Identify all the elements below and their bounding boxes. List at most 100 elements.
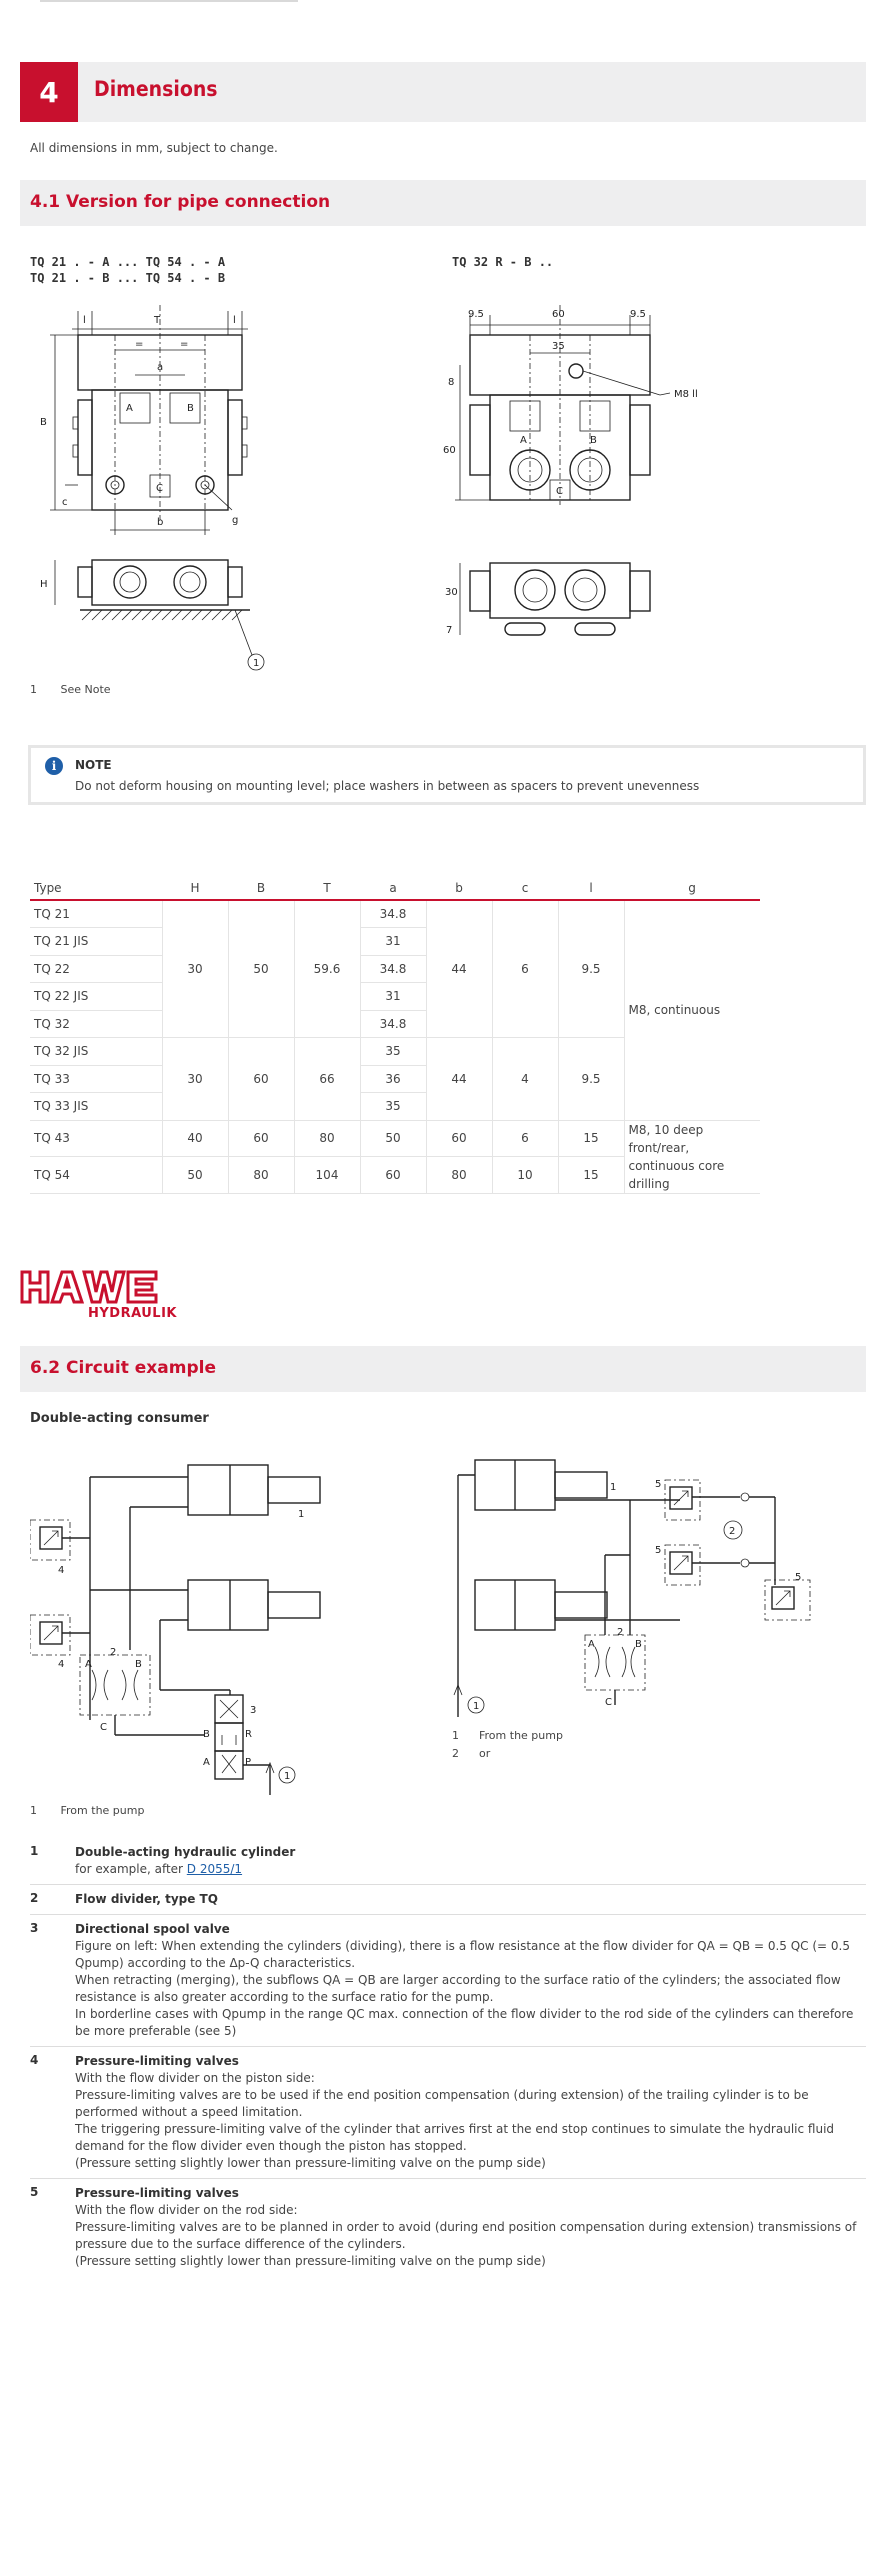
port-label: C: [100, 1722, 107, 1733]
thread-label: M8 ll: [674, 389, 698, 400]
table-row: TQ 22 34.8: [30, 955, 760, 983]
table-header-row: Type H B T a b c l g: [30, 876, 760, 901]
circuit-subhead: Double-acting consumer: [30, 1411, 209, 1426]
list-item: 3 Directional spool valve Figure on left…: [30, 1915, 866, 2047]
table-row: TQ 33 JIS 35: [30, 1092, 760, 1121]
dimension-drawing-right: 9.5 60 9.5 35 M8 ll A B C 8 60 30 7: [443, 305, 698, 636]
callout-label: 3: [250, 1705, 256, 1716]
dim-label: b: [157, 517, 163, 528]
table-row: TQ 21 JIS 31: [30, 927, 760, 956]
note-label: NOTE: [75, 758, 112, 772]
dim-label: 60: [552, 309, 565, 320]
port-label: C: [556, 486, 563, 497]
port-label: B: [203, 1729, 210, 1740]
table-header: B: [228, 876, 294, 901]
dim-label: T: [153, 315, 161, 326]
callout-label: 5: [795, 1572, 801, 1583]
port-label: C: [156, 483, 163, 494]
callout-label: 4: [58, 1565, 64, 1576]
dim-label: 7: [446, 625, 452, 636]
datasheet-link[interactable]: D 2055/1: [186, 1862, 243, 1876]
table-header: H: [162, 876, 228, 901]
callout-label: 1: [298, 1509, 304, 1520]
table-header: Type: [30, 876, 162, 901]
note-text: Do not deform housing on mounting level;…: [75, 779, 700, 793]
dim-label: c: [62, 497, 68, 508]
chapter-number: 4: [20, 62, 78, 122]
list-item: 1 Double-acting hydraulic cylinder for e…: [30, 1838, 866, 1885]
table-row: TQ 32 JIS 30 60 66 35 44 4 9.5: [30, 1037, 760, 1121]
top-divider: [40, 0, 298, 2]
callout-label: 1: [253, 658, 259, 669]
dim-label: l: [233, 315, 236, 326]
dim-label: B: [40, 417, 47, 428]
table-header: g: [624, 876, 760, 901]
dim-label: H: [40, 579, 48, 590]
port-label: A: [85, 1659, 92, 1670]
info-icon: i: [45, 757, 63, 775]
table-row: TQ 21 30 50 59.6 34.8 44 6 9.5 M8, conti…: [30, 900, 760, 1121]
list-item: 5 Pressure-limiting valves With the flow…: [30, 2185, 857, 2268]
table-row: TQ 22 JIS 31: [30, 982, 760, 1011]
hawe-logo: [20, 1270, 158, 1304]
list-item: 2 Flow divider, type TQ: [30, 1885, 866, 1915]
table-row: TQ 32 34.8: [30, 1010, 760, 1038]
section-header-circuit: 6.2 Circuit example: [20, 1346, 866, 1392]
port-label: R: [245, 1729, 252, 1740]
chapter-title: Dimensions: [94, 77, 218, 101]
dimensions-table: Type H B T a b c l g TQ 21 30 50 59.6 34…: [30, 876, 760, 1194]
callout-label: 1: [610, 1482, 616, 1493]
type-designation-left: TQ 21 . - A ... TQ 54 . - A TQ 21 . - B …: [30, 255, 226, 285]
dim-label: =: [180, 339, 188, 350]
table-row: TQ 43 40 60 80 50 60 6 15 M8, 10 deep fr…: [30, 1120, 760, 1194]
callout-label: 5: [655, 1479, 661, 1490]
dimension-drawing-left: l l T = = a A B C B c b g H 1: [40, 305, 265, 671]
port-label: A: [203, 1757, 210, 1768]
type-designation-right: TQ 32 R - B ..: [452, 255, 554, 269]
callout-label: 1: [473, 1701, 479, 1712]
port-label: B: [590, 435, 597, 446]
chapter-header: 4 Dimensions: [20, 62, 866, 122]
table-row: TQ 33 36: [30, 1065, 760, 1093]
callout-label: 4: [58, 1659, 64, 1670]
port-label: A: [588, 1639, 595, 1650]
note-box: i NOTE Do not deform housing on mounting…: [28, 745, 866, 805]
table-header: b: [426, 876, 492, 901]
port-label: A: [126, 403, 133, 414]
circuit-diagram-left: 1 4 4 A B 2 C 3 B R A P 1: [30, 1464, 321, 1795]
legend-left: 1 From the pump: [30, 1804, 145, 1817]
table-header: T: [294, 876, 360, 901]
table-header: a: [360, 876, 426, 901]
section-header-pipe: 4.1 Version for pipe connection: [20, 180, 866, 226]
section-title: 6.2 Circuit example: [30, 1358, 216, 1378]
port-label: C: [605, 1697, 612, 1708]
dim-label: a: [157, 362, 163, 373]
logo-hydraulik: HYDRAULIK: [88, 1306, 178, 1321]
dim-label: 9.5: [630, 309, 646, 320]
port-label: A: [520, 435, 527, 446]
component-descriptions: 1 Double-acting hydraulic cylinder for e…: [30, 1838, 866, 2276]
dim-label: =: [135, 339, 143, 350]
footnote-dims: 1 See Note: [30, 683, 111, 696]
section-title: 4.1 Version for pipe connection: [30, 192, 331, 212]
dim-label: 9.5: [468, 309, 484, 320]
list-item: 4 Pressure-limiting valves With the flow…: [30, 2047, 866, 2179]
dim-label: l: [83, 315, 86, 326]
callout-label: 5: [655, 1545, 661, 1556]
dim-label: 30: [445, 587, 458, 598]
port-label: B: [187, 403, 194, 414]
callout-label: 2: [729, 1526, 735, 1537]
dim-label: 35: [552, 341, 565, 352]
port-label: P: [245, 1757, 251, 1768]
table-header: c: [492, 876, 558, 901]
circuit-diagram-right: 1 A B 2 C 5 5 2 5 1: [453, 1459, 811, 1717]
table-header: l: [558, 876, 624, 901]
callout-label: 2: [617, 1627, 623, 1638]
port-label: B: [635, 1639, 642, 1650]
port-label: B: [135, 1659, 142, 1670]
dimensions-note: All dimensions in mm, subject to change.: [30, 141, 278, 155]
dim-label: 60: [443, 445, 456, 456]
